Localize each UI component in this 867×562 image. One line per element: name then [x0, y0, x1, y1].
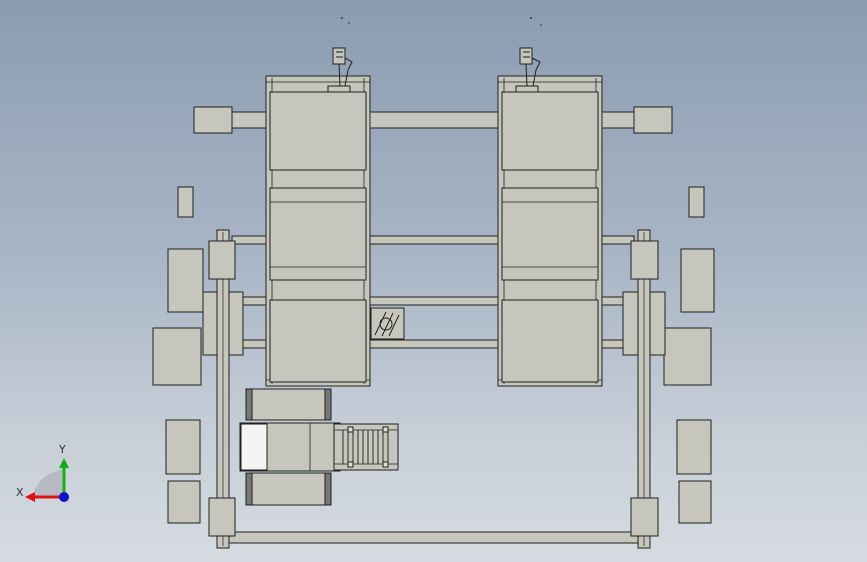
center-hatched-block	[370, 307, 405, 340]
side-part-right-1	[680, 248, 715, 313]
station-right-panel-3	[501, 299, 599, 383]
station-left-panel-2	[269, 187, 367, 281]
feeder-unit	[239, 388, 399, 506]
feeder-highlight-panel	[240, 423, 268, 471]
triad-z-axis	[59, 492, 69, 502]
side-part-right-small	[688, 186, 705, 218]
carriage-left-bottom	[208, 497, 236, 537]
end-block-left	[193, 106, 233, 134]
carriage-right-bottom	[630, 497, 659, 537]
side-part-left-2	[152, 327, 202, 386]
side-part-right-4	[678, 480, 712, 524]
triad-plane-shade	[33, 470, 64, 497]
carriage-right-top	[630, 240, 659, 280]
station-left-panel-1	[269, 91, 367, 171]
side-part-left-1	[167, 248, 204, 313]
cross-beam-mid	[231, 235, 635, 245]
robot-arm-right	[515, 47, 541, 93]
triad-y-label: Y	[59, 443, 66, 456]
cross-beam-bottom	[223, 531, 645, 544]
station-right-panel-2	[501, 187, 599, 281]
station-right-panel-1	[501, 91, 599, 171]
side-part-right-2	[663, 327, 712, 386]
coordinate-triad	[25, 458, 69, 502]
station-left-panel-3	[269, 299, 367, 383]
side-part-left-small	[177, 186, 194, 218]
carriage-left-top	[208, 240, 236, 280]
side-part-left-3	[165, 419, 201, 475]
end-block-right	[633, 106, 673, 134]
side-part-right-3	[676, 419, 712, 475]
side-part-left-4	[167, 480, 201, 524]
robot-arm-left	[327, 47, 353, 93]
triad-x-label: X	[16, 486, 24, 499]
